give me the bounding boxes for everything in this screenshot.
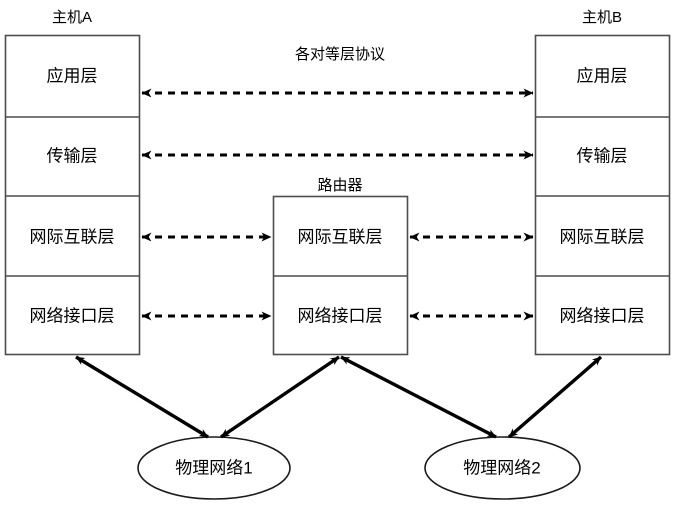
- host-a-layer-transport: 传输层: [46, 146, 98, 166]
- host-b-layer-network-interface: 网络接口层: [559, 306, 645, 326]
- host-a-layer-network-interface: 网络接口层: [29, 306, 115, 326]
- host-b-layer-internet: 网际互联层: [559, 227, 645, 247]
- physical-network-2-shape: [424, 436, 581, 500]
- host-b-layer-application: 应用层: [576, 66, 628, 86]
- router-title: 路由器: [317, 177, 363, 194]
- host-a-layer-application: 应用层: [46, 66, 98, 86]
- router-layer-internet: 网际互联层: [297, 227, 383, 247]
- host-a-layer-internet: 网际互联层: [29, 227, 115, 247]
- link-router-to-network-1: [220, 355, 340, 439]
- link-host-a-to-network-1: [75, 355, 209, 439]
- router-stack: [272, 195, 409, 356]
- physical-network-1-label: 物理网络1: [175, 458, 253, 478]
- physical-network-1-shape: [137, 436, 291, 500]
- host-b-title: 主机B: [581, 9, 623, 26]
- physical-links: [75, 355, 603, 439]
- link-host-b-to-network-2: [507, 355, 603, 439]
- peer-protocol-arrows: [141, 88, 534, 321]
- physical-networks: [137, 436, 581, 500]
- host-b-layer-transport: 传输层: [576, 146, 628, 166]
- host-b-stack: [534, 34, 671, 356]
- link-router-to-network-2: [340, 355, 497, 439]
- peer-protocol-label: 各对等层协议: [294, 46, 386, 63]
- host-a-stack: [4, 34, 141, 356]
- physical-network-2-label: 物理网络2: [463, 458, 541, 478]
- router-layer-network-interface: 网络接口层: [297, 306, 383, 326]
- host-a-title: 主机A: [51, 9, 93, 26]
